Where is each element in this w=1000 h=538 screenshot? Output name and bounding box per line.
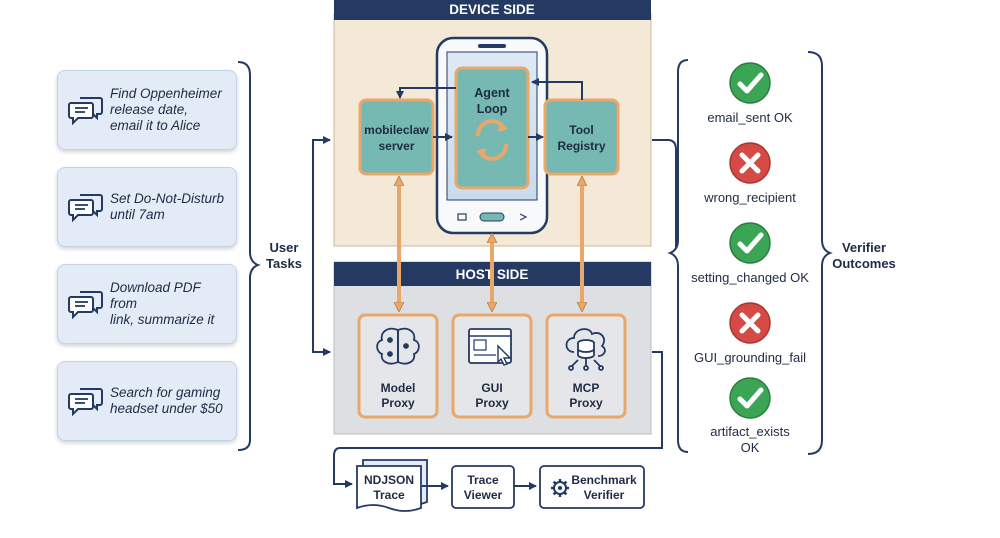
phone-speaker: [478, 44, 506, 48]
chat-bubble-icon: [68, 291, 103, 320]
outcome-label: email_sent OK: [707, 110, 793, 125]
chat-bubble-icon: [68, 194, 103, 223]
outcome-label: wrong_recipient: [704, 190, 796, 205]
outcome-label: GUI_grounding_fail: [693, 350, 807, 365]
line-host-to-trace: [333, 351, 663, 488]
agent-loop-box: [454, 66, 530, 190]
task-card-pdf: Download PDF from link, summarize it: [57, 264, 237, 344]
mobileclaw-server-box: [358, 98, 435, 176]
brain-icon: [376, 327, 420, 365]
arrow-registry-to-loop: [531, 78, 583, 100]
tool-registry-box: [543, 98, 620, 176]
cloud-database-icon: [565, 328, 606, 371]
arrow-loop-to-server: [396, 87, 456, 99]
task-text: Find Oppenheimer release date, email it …: [110, 86, 222, 133]
gui-window-cursor-icon: [468, 328, 512, 366]
device-side-title: DEVICE SIDE: [449, 2, 535, 17]
model-proxy-box: [357, 313, 439, 419]
phone-home-button: [479, 212, 505, 222]
chat-bubble-icon: [68, 97, 103, 126]
ndjson-trace-doc: [356, 459, 428, 512]
phone-recent-icon: [457, 213, 467, 221]
refresh-cycle-icon: [476, 119, 508, 161]
task-card-dnd: Set Do-Not-Disturb until 7am: [57, 167, 237, 247]
outcome-label: setting_changed OK: [691, 270, 809, 285]
benchmark-verifier-box: [539, 465, 645, 509]
task-text: Download PDF from link, summarize it: [110, 280, 215, 327]
outcome-label: artifact_exists OK: [710, 424, 790, 455]
device-side-header: [334, 0, 651, 20]
chat-bubble-icon: [68, 388, 103, 417]
task-text: Set Do-Not-Disturb until 7am: [110, 191, 225, 222]
verifier-left-bracket: [667, 59, 689, 453]
check-circle-icon: [729, 222, 771, 264]
check-circle-icon: [729, 377, 771, 419]
user-tasks-bracket: [237, 61, 261, 451]
task-text: Search for gaming headset under $50: [110, 385, 223, 416]
line-device-to-verifier: [652, 139, 677, 248]
arrow-tasks-to-device: [312, 136, 331, 265]
verifier-right-bracket: [807, 51, 833, 455]
task-card-oppenheimer: Find Oppenheimer release date, email it …: [57, 70, 237, 150]
arrow-tasks-to-host: [312, 265, 331, 356]
task-card-headset: Search for gaming headset under $50: [57, 361, 237, 441]
x-circle-icon: [729, 302, 771, 344]
phone-back-icon: [519, 213, 528, 221]
gear-icon: [551, 479, 569, 497]
x-circle-icon: [729, 142, 771, 184]
check-circle-icon: [729, 62, 771, 104]
